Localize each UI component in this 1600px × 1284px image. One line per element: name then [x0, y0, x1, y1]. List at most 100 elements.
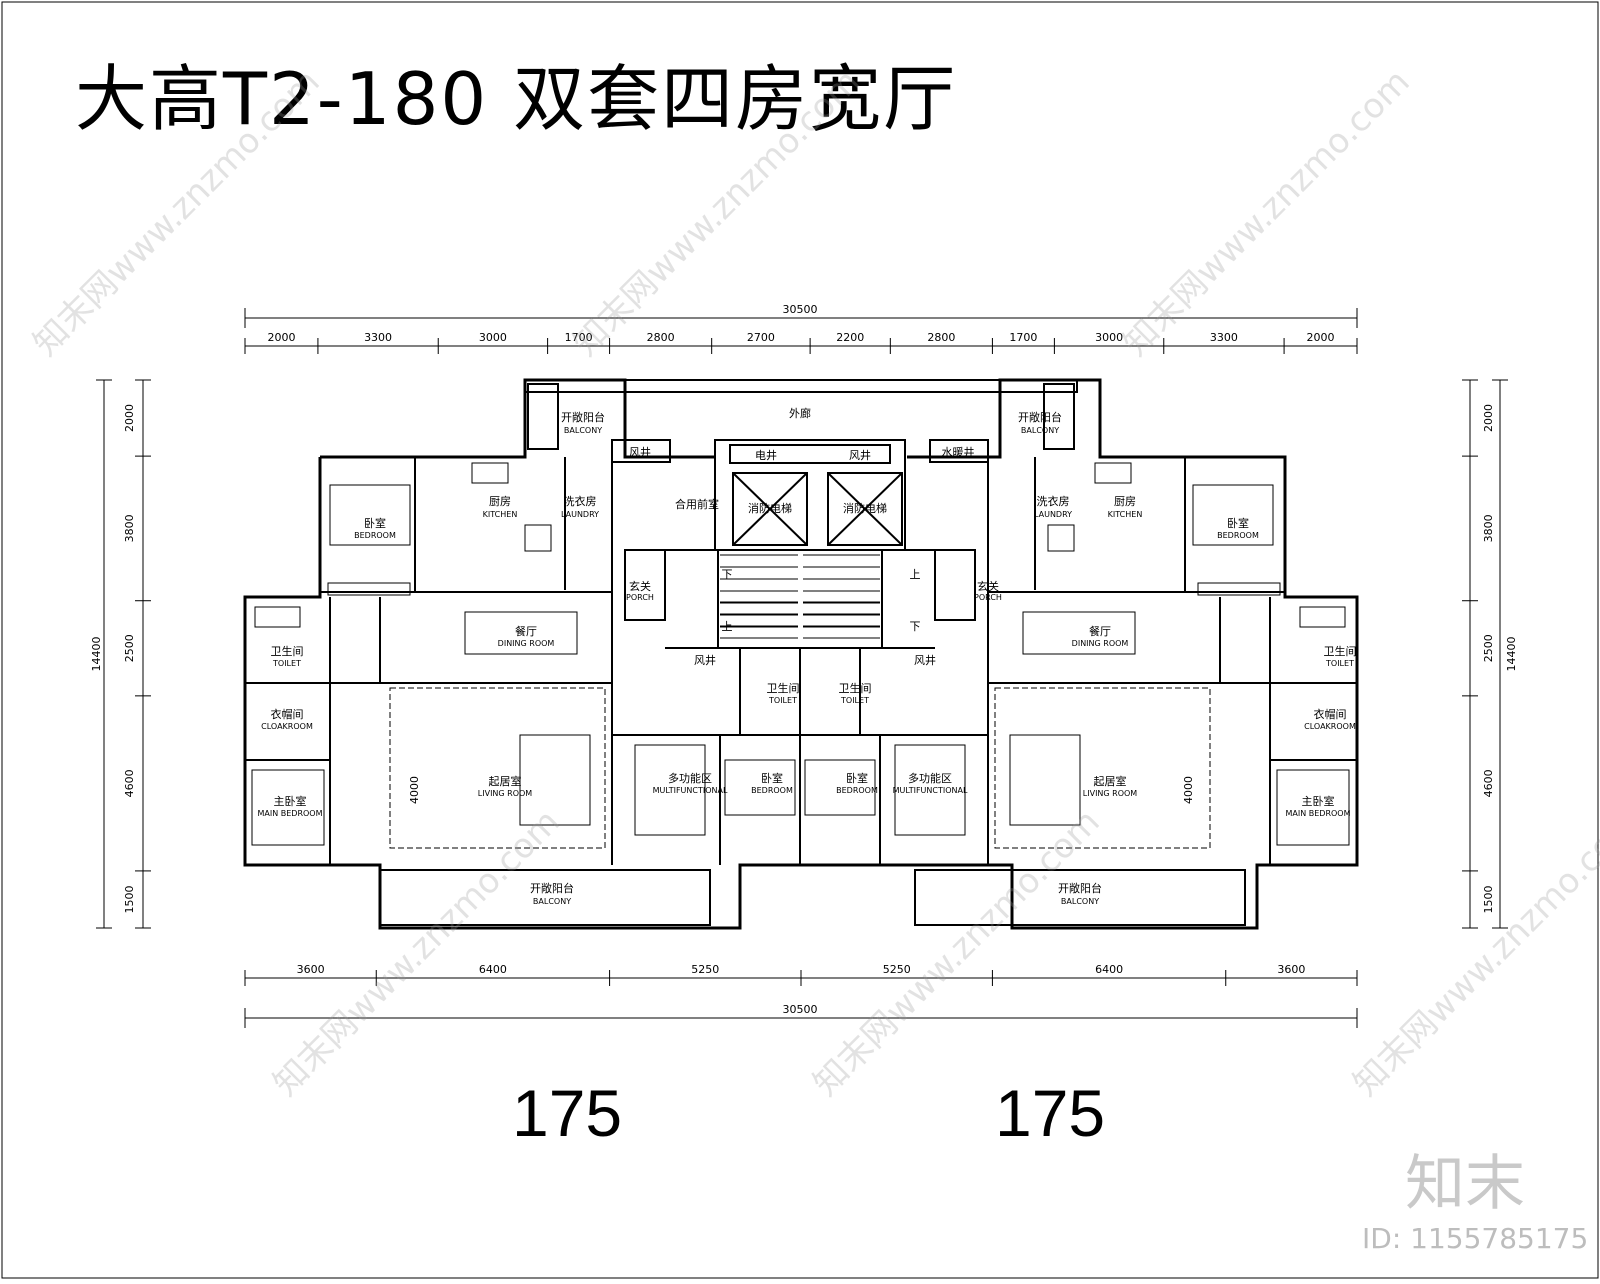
- sink-right: [1094, 462, 1132, 484]
- main-bed-right: [1276, 769, 1350, 846]
- wardrobe-left: [327, 582, 411, 596]
- sofa-right: [1009, 734, 1081, 826]
- living-rug-left: [389, 687, 606, 849]
- label-elevator-b: 消防电梯: [843, 501, 887, 515]
- bed-center-right: [804, 759, 876, 816]
- label-dining-right-en: DINING ROOM: [1072, 639, 1129, 648]
- label-bedroom-cr-en: BEDROOM: [836, 786, 878, 795]
- label-air-shaft-top: 风井: [849, 448, 871, 462]
- dim-bottom-4: 6400: [1095, 963, 1123, 976]
- sofa-left: [519, 734, 591, 826]
- label-elec-shaft: 电井: [755, 448, 777, 462]
- label-toilet-left: 卫生间: [271, 644, 304, 658]
- label-bedroom-tl-en: BEDROOM: [354, 531, 396, 540]
- living-rug-right: [994, 687, 1211, 849]
- label-cloak-left-en: CLOAKROOM: [261, 722, 313, 731]
- room-labels: 外廊 电井 风井 风井 水暖井 合用前室 消防电梯 消防电梯 下 上 上 下 风…: [257, 406, 1356, 906]
- dim-left-2: 2500: [123, 634, 136, 662]
- balcony-planter-right: [1043, 383, 1075, 450]
- label-dining-right: 餐厅: [1089, 624, 1111, 638]
- label-balcony-tr: 开敞阳台: [1018, 410, 1062, 424]
- dim-bottom-5: 3600: [1277, 963, 1305, 976]
- dim-right-1: 3800: [1482, 514, 1495, 542]
- label-main-bedroom-right-en: MAIN BEDROOM: [1285, 809, 1350, 818]
- label-porch-right: 玄关: [977, 579, 999, 593]
- label-water-shaft: 水暖井: [942, 445, 975, 459]
- dim-bottom-0: 3600: [297, 963, 325, 976]
- label-porch-left: 玄关: [629, 579, 651, 593]
- page-title: 大高T2-180 双套四房宽厅: [75, 57, 958, 141]
- label-bedroom-cr: 卧室: [846, 771, 868, 785]
- dim-top-11: 2000: [1307, 331, 1335, 344]
- label-kitchen-right-en: KITCHEN: [1108, 510, 1143, 519]
- label-down-2: 下: [910, 620, 921, 633]
- brand-logo-text: 知末: [1405, 1149, 1525, 1219]
- dim-top-10: 3300: [1210, 331, 1238, 344]
- dim-bottom-total: 30500: [783, 1003, 818, 1016]
- label-balcony-tl-en: BALCONY: [564, 426, 602, 435]
- label-kitchen-left: 厨房: [489, 495, 511, 508]
- label-balcony-bl-en: BALCONY: [533, 897, 571, 906]
- label-outer-corridor: 外廊: [789, 406, 811, 420]
- dimension-layer: [96, 308, 1508, 1028]
- dim-top-5: 2700: [747, 331, 775, 344]
- label-toilet-center-left: 卫生间: [767, 681, 800, 695]
- tub-right: [1299, 606, 1346, 628]
- bed-multi-left: [634, 744, 706, 836]
- label-living-depth-left: 4000: [408, 776, 421, 804]
- label-dining-left-en: DINING ROOM: [498, 639, 555, 648]
- bed-left: [329, 484, 411, 546]
- label-laundry-left: 洗衣房: [564, 494, 597, 508]
- label-laundry-right: 洗衣房: [1037, 494, 1070, 508]
- outer-wall-west: [243, 378, 1359, 930]
- dim-left-4: 1500: [123, 885, 136, 913]
- unit-area-left: 175: [512, 1076, 623, 1150]
- bed-right: [1192, 484, 1274, 546]
- dim-right-total: 14400: [1505, 637, 1518, 672]
- washer-left: [524, 524, 552, 552]
- dim-right-0: 2000: [1482, 404, 1495, 432]
- dim-right-3: 4600: [1482, 769, 1495, 797]
- dim-top-2: 3000: [479, 331, 507, 344]
- tub-left: [254, 606, 301, 628]
- outer-corridor-wall: [524, 379, 1078, 393]
- label-porch-right-en: PORCH: [974, 593, 1002, 602]
- label-balcony-tr-en: BALCONY: [1021, 426, 1059, 435]
- label-air-shaft-mid-right: 风井: [914, 653, 936, 667]
- dim-top-8: 1700: [1009, 331, 1037, 344]
- label-toilet-left-en: TOILET: [272, 659, 301, 668]
- label-living-left-en: LIVING ROOM: [478, 789, 533, 798]
- label-kitchen-left-en: KITCHEN: [483, 510, 518, 519]
- dim-top-9: 3000: [1095, 331, 1123, 344]
- label-toilet-right-en: TOILET: [1325, 659, 1354, 668]
- label-up-2: 上: [722, 620, 733, 633]
- dim-top-4: 2800: [647, 331, 675, 344]
- bed-multi-right: [894, 744, 966, 836]
- label-bedroom-tl: 卧室: [364, 516, 386, 530]
- label-living-right: 起居室: [1094, 774, 1127, 788]
- document-id: ID: 1155785175: [1362, 1222, 1589, 1255]
- label-air-shaft-left: 风井: [629, 445, 651, 459]
- label-balcony-br-en: BALCONY: [1061, 897, 1099, 906]
- label-toilet-right: 卫生间: [1324, 644, 1357, 658]
- dim-top-3: 1700: [565, 331, 593, 344]
- label-bedroom-cl-en: BEDROOM: [751, 786, 793, 795]
- dim-left-0: 2000: [123, 404, 136, 432]
- walls: [243, 378, 1359, 930]
- dining-table-left: [464, 611, 578, 655]
- dim-left-total: 14400: [90, 637, 103, 672]
- dim-top-1: 3300: [364, 331, 392, 344]
- label-bedroom-cl: 卧室: [761, 771, 783, 785]
- dim-top-total: 30500: [783, 303, 818, 316]
- furniture: [251, 462, 1350, 849]
- label-air-shaft-mid-left: 风井: [694, 653, 716, 667]
- label-kitchen-right: 厨房: [1114, 495, 1136, 508]
- label-cloak-right: 衣帽间: [1314, 707, 1347, 721]
- washer-right: [1047, 524, 1075, 552]
- label-main-bedroom-right: 主卧室: [1302, 794, 1335, 808]
- label-bedroom-tr: 卧室: [1227, 516, 1249, 530]
- label-multi-right: 多功能区: [908, 771, 952, 785]
